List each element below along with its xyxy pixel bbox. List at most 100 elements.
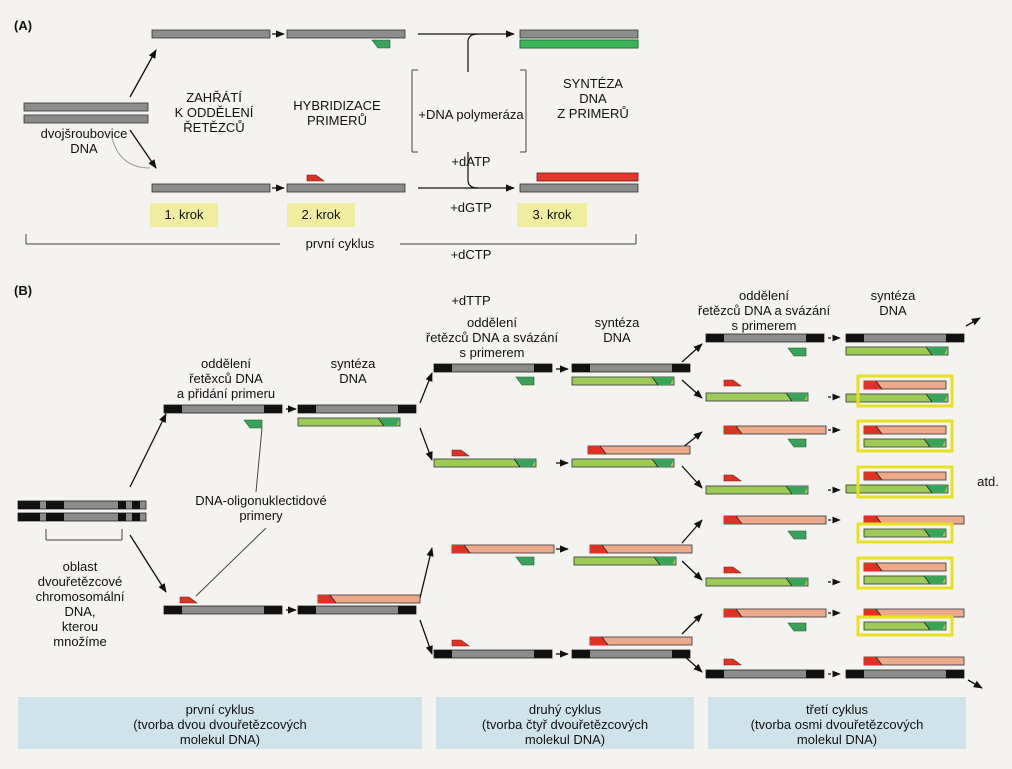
a-step2-top-strand xyxy=(286,29,406,39)
b3s-dna-1-end-right xyxy=(946,334,964,342)
b2-dna-4-end-right xyxy=(534,650,552,658)
b2-green-primer-1 xyxy=(515,376,535,386)
b2s-salmon-2-diag xyxy=(599,445,607,455)
heat-separation-label: ZAHŘÁTÍ K ODDĚLENÍ ŘETĚZCŮ xyxy=(174,90,254,135)
b3s-highlight-7 xyxy=(856,615,954,637)
b3s-highlight-2 xyxy=(856,374,954,408)
panel-a-label: (A) xyxy=(14,18,33,33)
b2-dna-4-end-left xyxy=(434,650,452,658)
third-cycle-box: třetí cyklus (tvorba osmi dvouřetězcovýc… xyxy=(708,697,966,749)
a-step3-red-strand xyxy=(536,172,639,182)
b3s-salmon-6-diag xyxy=(875,562,883,572)
b2-green-2-primer xyxy=(514,459,536,467)
reagent-dttp: +dTTP xyxy=(451,293,491,308)
b3-green-2-primer xyxy=(786,393,808,401)
b3s-green-6-diag xyxy=(923,575,931,585)
b3-continue-top xyxy=(965,317,981,327)
dna-a-top-strand xyxy=(23,102,149,112)
b3s-green-1-primer xyxy=(926,347,948,355)
b2-red-primer-2 xyxy=(451,449,470,457)
b3-green-4-primer xyxy=(786,486,808,494)
b1-top-dna-end-right xyxy=(264,405,282,413)
b2s-green-1-diag xyxy=(651,376,659,386)
b3s-dna-8-end-left xyxy=(846,670,864,678)
b3-split-3 xyxy=(681,431,703,449)
oligonucleotide-primers-label: DNA-oligonuklectidové primery xyxy=(195,493,327,523)
b2s-dna-4-end-right xyxy=(672,650,690,658)
b2s-green-2-diag xyxy=(651,458,659,468)
b1-top-dna-end-left xyxy=(164,405,182,413)
b3s-green-3-diag xyxy=(923,438,931,448)
a-curve-bottom xyxy=(467,152,479,189)
first-cycle-box: první cyklus (tvorba dvou dvouřetězcovýc… xyxy=(18,697,422,749)
b3s-green-5 xyxy=(863,528,947,538)
b3-dna-8-end-right xyxy=(806,670,824,678)
b1-synth-green-diag xyxy=(377,417,385,427)
b3s-green-7-diag xyxy=(923,621,931,631)
b2-green-2-diag xyxy=(513,458,521,468)
b3s-green-3 xyxy=(863,438,947,448)
b2-dna-1-end-left xyxy=(434,364,452,372)
b3s-salmon-2-diag xyxy=(875,380,883,390)
b2s-green-3-primer xyxy=(654,557,676,565)
b2s-green-1-primer xyxy=(652,377,674,385)
chromosome-top-strand-end-mid xyxy=(46,501,64,509)
reagent-polymerase: +DNA polymeráza xyxy=(418,107,524,122)
b3s-highlight-5 xyxy=(856,522,954,544)
b3-dna-8-end-left xyxy=(706,670,724,678)
b3-split-6 xyxy=(681,560,703,581)
b3-continue-bottom xyxy=(967,679,983,689)
b3s-dna-8-end-right xyxy=(946,670,964,678)
b2s-salmon-4-diag xyxy=(601,636,609,646)
reagent-datp: +dATP xyxy=(451,153,491,169)
b2-split-2 xyxy=(419,427,433,461)
b3s-green-2-primer xyxy=(926,394,948,402)
b3s-salmon-3-diag xyxy=(875,425,883,435)
b3s-green-1 xyxy=(845,346,949,356)
chromosome-top-strand-end-r1 xyxy=(118,501,126,509)
dna-a-bottom-strand xyxy=(23,114,149,124)
b2s-green-1 xyxy=(571,376,675,386)
b2s-green-3 xyxy=(573,556,677,566)
a-curve-top xyxy=(467,33,479,72)
b3-split-7 xyxy=(681,613,703,635)
chromosome-bottom-strand-end-r1 xyxy=(118,513,126,521)
b2s-green-2-primer xyxy=(652,459,674,467)
b2-split-1 xyxy=(419,372,433,404)
b1-bottom-dna-end-left xyxy=(164,606,182,614)
b2-green-2 xyxy=(433,458,537,468)
b3-red-primer-8 xyxy=(723,658,742,666)
a-step1-top-strand xyxy=(151,29,271,39)
a-arrow-split-top xyxy=(129,49,157,98)
b3s-salmon-8-diag xyxy=(875,656,883,666)
b1-synth-bottom-dna-end-right xyxy=(398,606,416,614)
second-cycle-box: druhý cyklus (tvorba čtyř dvouřetězcovýc… xyxy=(436,697,694,749)
primer-pointer-bottom xyxy=(195,527,267,597)
b3-red-primer-2 xyxy=(723,379,742,387)
reagent-dgtp: +dGTP xyxy=(450,200,492,215)
chromosome-bottom-strand-end-mid xyxy=(46,513,64,521)
col1-separation-label: oddělení řetěxců DNA a přidání primeru xyxy=(176,356,276,401)
a-curl xyxy=(111,137,151,169)
b3s-green-5-primer xyxy=(924,529,946,537)
a-step2-green-primer xyxy=(371,39,391,49)
b3-green-primer-7 xyxy=(787,622,807,632)
b1-synth-green-primer xyxy=(378,418,400,426)
b1-bottom-red-primer xyxy=(179,596,198,604)
col3-separation-label: oddělení řetězců DNA a svázání s primere… xyxy=(697,288,831,333)
b3s-green-7 xyxy=(863,621,947,631)
panel-b-label: (B) xyxy=(14,283,33,298)
reagents-list: +DNA polymeráza +dATP +dGTP +dCTP +dTTP xyxy=(406,76,536,340)
col1-synthesis-label: syntéza DNA xyxy=(330,356,376,386)
b3-green-4-diag xyxy=(785,485,793,495)
b3-red-primer-4 xyxy=(723,474,742,482)
b3s-green-4 xyxy=(845,484,949,494)
b1-bottom-dna-end-right xyxy=(264,606,282,614)
b2s-salmon-3-diag xyxy=(601,544,609,554)
b3s-green-4-primer xyxy=(926,485,948,493)
b-arrow-split-bottom xyxy=(129,534,167,593)
b1-synth-green xyxy=(297,417,401,427)
col3-synthesis-label: syntéza DNA xyxy=(870,288,916,318)
